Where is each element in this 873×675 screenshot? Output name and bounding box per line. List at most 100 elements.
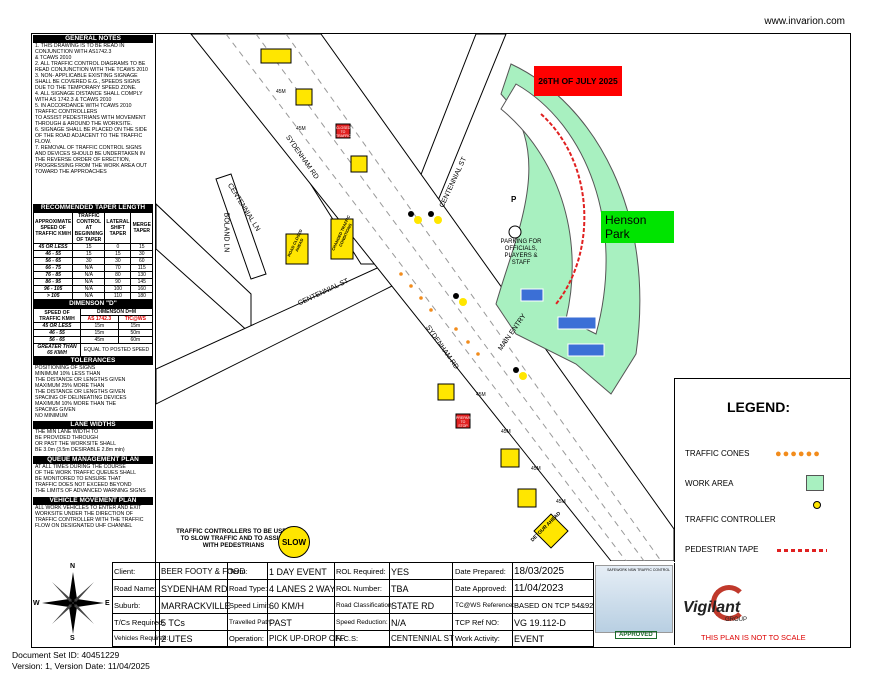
traffic-cone bbox=[454, 327, 458, 331]
tolerances-title: TOLERANCES bbox=[33, 357, 153, 365]
work-area bbox=[495, 63, 641, 395]
ncs-value: CENTENNIAL ST bbox=[391, 634, 454, 643]
legend-title: LEGEND: bbox=[727, 399, 790, 415]
legend-label: TRAFFIC CONES bbox=[685, 449, 750, 458]
warning-sign bbox=[295, 88, 313, 106]
general-notes-text: 1. THIS DRAWING IS TO BE READ IN CONJUNC… bbox=[35, 43, 148, 175]
scale-note: THIS PLAN IS NOT TO SCALE bbox=[701, 633, 806, 642]
road-centennial-west bbox=[156, 263, 397, 405]
lane-widths-text: THE MIN LANE WIDTH TO BE PROVIDED THROUG… bbox=[35, 429, 125, 453]
general-notes-title: GENERAL NOTES bbox=[33, 35, 153, 43]
slow-sign: SLOW bbox=[278, 526, 310, 558]
taper-header: APPROXIMATE SPEED OF TRAFFIC KM/H bbox=[32, 212, 74, 244]
taper-title: RECOMMENDED TAPER LENGTH bbox=[33, 204, 153, 212]
notes-panel: GENERAL NOTES 1. THIS DRAWING IS TO BE R… bbox=[31, 33, 156, 645]
controller-marker bbox=[408, 211, 414, 217]
road-boland-ln bbox=[215, 173, 267, 280]
warning-sign bbox=[350, 155, 368, 173]
vehicle-title: VEHICLE MOVEMENT PLAN bbox=[33, 497, 153, 505]
version-info: Version: 1, Version Date: 11/04/2025 bbox=[12, 661, 150, 671]
warning-sign bbox=[330, 218, 354, 260]
warning-sign bbox=[260, 48, 292, 64]
sign-closed bbox=[335, 123, 351, 139]
approved-stamp: APPROVED bbox=[615, 631, 657, 639]
queue-title: QUEUE MANAGEMENT PLAN bbox=[33, 456, 153, 464]
distance-label: 45M bbox=[276, 89, 286, 95]
suburb-value: MARRACKVILLE bbox=[161, 601, 231, 611]
legend-controller-icon bbox=[813, 501, 821, 509]
park-oval bbox=[500, 83, 607, 335]
parking-letter: P bbox=[511, 195, 517, 204]
traffic-cone bbox=[399, 272, 403, 276]
controller-marker bbox=[513, 367, 519, 373]
legend-panel: LEGEND: TRAFFIC CONES ●●●●●● WORK AREA T… bbox=[674, 378, 850, 562]
traffic-cone bbox=[476, 352, 480, 356]
compass: N S W E bbox=[33, 563, 110, 642]
card-title: SAFEWORK NSW TRAFFIC CONTROL bbox=[607, 568, 670, 572]
info-table: Client: Road Name: Suburb: T/Cs Required… bbox=[112, 562, 594, 647]
compass-rose-icon bbox=[42, 572, 104, 634]
distance-label: 45M bbox=[476, 392, 486, 398]
warning-sign bbox=[437, 383, 455, 401]
legend-label: TRAFFIC CONTROLLER bbox=[685, 515, 776, 524]
distance-label: 45M bbox=[501, 429, 511, 435]
sign-label-prepare: PREPARE TO STOP bbox=[456, 416, 473, 428]
traffic-cone bbox=[429, 308, 433, 312]
tcs-value: 5 TCs bbox=[161, 618, 185, 628]
traffic-cone bbox=[409, 284, 413, 288]
legend-tape-icon bbox=[777, 549, 827, 552]
bay-marker bbox=[520, 288, 544, 302]
bay-marker bbox=[567, 343, 605, 357]
company-logo: Vigilant GROUP THIS PLAN IS NOT TO SCALE bbox=[674, 563, 850, 645]
taper-header: MERGE TAPER bbox=[130, 212, 153, 244]
taper-header: LATERAL SHIFT TAPER bbox=[104, 212, 132, 244]
dimension-table: SPEED OF TRAFFIC KM/H DIMENSON D=M AS 17… bbox=[33, 308, 154, 357]
travelled-value: PAST bbox=[269, 618, 292, 628]
legend-work-area-icon bbox=[806, 475, 824, 491]
sign-label-closed: CLOSED TO TRAFFIC bbox=[336, 126, 351, 138]
sydenham-road bbox=[190, 34, 674, 561]
road-type-value: 4 LANES 2 WAY bbox=[269, 584, 336, 594]
dimension-title: DIMENSON "D" bbox=[33, 300, 153, 308]
website-label: www.invarion.com bbox=[764, 16, 845, 27]
controller-note: TRAFFIC CONTROLLERS TO BE USED TO SLOW T… bbox=[176, 528, 291, 549]
speed-value: 60 KM/H bbox=[269, 601, 305, 611]
warning-sign bbox=[517, 488, 537, 508]
operation-value: PICK UP-DROP OFF bbox=[269, 634, 345, 643]
logo-swoosh-icon bbox=[711, 585, 747, 621]
plan-frame bbox=[31, 33, 851, 648]
parking-label: PARKING FOR OFFICIALS, PLAYERS & STAFF bbox=[500, 239, 542, 266]
taper-table: APPROXIMATE SPEED OF TRAFFIC KM/H TRAFFI… bbox=[32, 212, 153, 300]
date-approved-value: 11/04/2023 bbox=[514, 583, 564, 594]
tcws-value: BASED ON TCP 54&92 bbox=[514, 601, 594, 610]
sign-prepare-stop bbox=[455, 413, 471, 429]
road-name-value: SYDENHAM RD bbox=[161, 584, 228, 594]
company-sub: GROUP bbox=[725, 617, 748, 623]
rol-number-value: TBA bbox=[391, 584, 409, 594]
vehicle-text: ALL WORK VEHICLES TO ENTER AND EXIT WORK… bbox=[35, 505, 144, 529]
taper-header: TRAFFIC CONTROL AT BEGINNING OF TAPER bbox=[72, 212, 106, 244]
park-label: Henson Park bbox=[601, 211, 674, 243]
traffic-cone bbox=[466, 340, 470, 344]
date-prepared-value: 18/03/2025 bbox=[514, 566, 565, 577]
bay-marker bbox=[557, 316, 597, 330]
warning-sign bbox=[500, 448, 520, 468]
tcp-ref-value: VG 19.112-D bbox=[514, 618, 566, 628]
site-map: 26TH OF JULY 2025 Henson Park PARKING FO… bbox=[156, 34, 674, 561]
road-class-value: STATE RD bbox=[391, 601, 435, 611]
company-name: Vigilant bbox=[683, 599, 741, 616]
parking-icon bbox=[508, 225, 522, 239]
doc-set-id: Document Set ID: 40451229 bbox=[12, 650, 120, 660]
queue-text: AT ALL TIMES DURING THE COURSE OF THE WO… bbox=[35, 464, 146, 494]
